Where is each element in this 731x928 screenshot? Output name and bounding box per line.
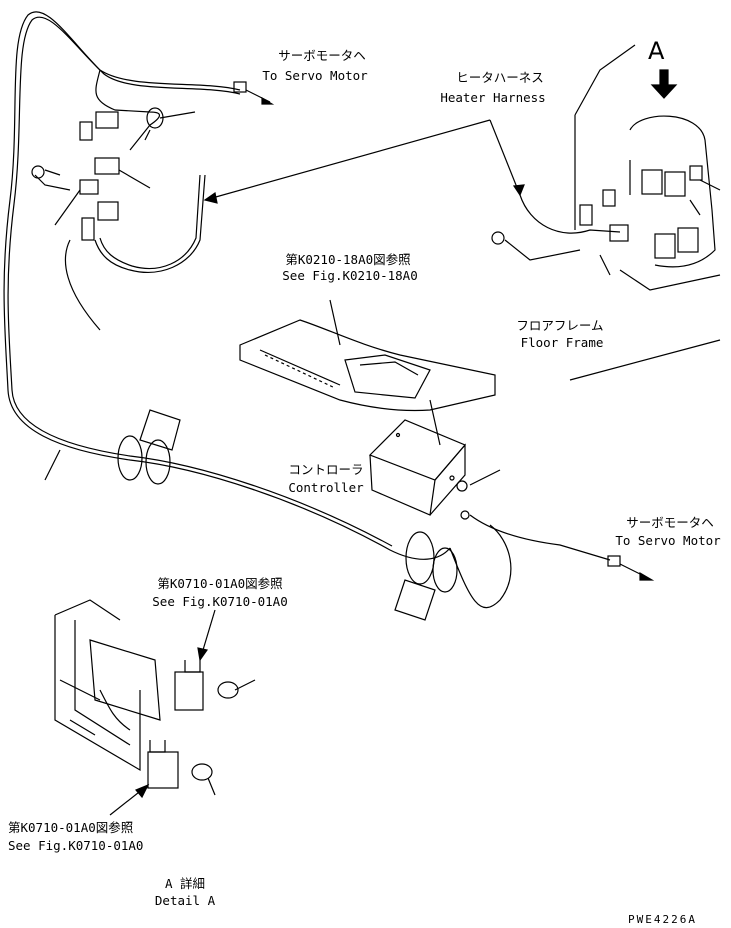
see-fig-k0710-lower-jp: 第K0710-01A0図参照 (8, 820, 134, 835)
see-fig-k0210-jp: 第K0210-18A0図参照 (285, 252, 411, 267)
bolt-6 (191, 763, 213, 781)
bolt-2 (31, 165, 45, 179)
connector-2 (79, 121, 93, 141)
view-a-label: A (648, 37, 665, 65)
detail-a-jp: A 詳細 (164, 876, 206, 891)
mounting-panel (54, 599, 161, 772)
heater-harness-en: Heater Harness (440, 90, 546, 105)
bolt-5 (217, 681, 239, 699)
relay-4 (654, 233, 676, 259)
heater-connector-1 (579, 204, 593, 226)
drawing-code: PWE4226A (628, 913, 697, 926)
clip-2 (79, 179, 99, 195)
floor-frame (239, 319, 496, 412)
servo-connector-top (233, 81, 247, 93)
view-a-arrow (650, 69, 678, 99)
bolt-4 (491, 231, 505, 245)
clamp-2 (145, 439, 171, 485)
connector-4 (81, 217, 95, 241)
connector-5 (460, 510, 470, 520)
connector-1 (95, 111, 119, 129)
relay-box-2 (147, 751, 179, 789)
servo-motor-top-jp: サーボモータヘ (278, 48, 366, 63)
floor-frame-en: Floor Frame (520, 335, 604, 350)
servo-motor-right-jp: サーボモータヘ (626, 515, 714, 530)
controller-en: Controller (288, 480, 364, 495)
bolt-3 (456, 480, 468, 492)
connector-3 (97, 201, 119, 221)
see-fig-k0710-lower-en: See Fig.K0710-01A0 (8, 838, 144, 853)
clamp-tag-1 (139, 409, 181, 451)
see-fig-k0710-upper-en: See Fig.K0710-01A0 (152, 594, 288, 609)
floor-frame-jp: フロアフレーム (516, 318, 604, 333)
controller-box (368, 419, 466, 516)
clamp-4 (432, 547, 458, 593)
servo-motor-top-en: To Servo Motor (262, 68, 368, 83)
relay-box-1 (174, 671, 204, 711)
relay-5 (677, 227, 699, 253)
see-fig-k0710-upper-jp: 第K0710-01A0図参照 (157, 576, 283, 591)
servo-motor-right-en: To Servo Motor (615, 533, 721, 548)
see-fig-k0210-en: See Fig.K0210-18A0 (282, 268, 418, 283)
clamp-1 (117, 435, 143, 481)
clamp-3 (405, 531, 435, 585)
clamp-tag-2 (394, 579, 436, 621)
controller-jp: コントローラ (288, 462, 364, 477)
relay-3 (689, 165, 703, 181)
detail-a-en: Detail A (154, 893, 216, 908)
relay-2 (664, 171, 686, 197)
heater-connector-2 (602, 189, 616, 207)
heater-clip (609, 224, 629, 242)
relay-1 (641, 169, 663, 195)
heater-harness-jp: ヒータハーネス (456, 70, 544, 85)
detail-a-frame (629, 115, 716, 268)
clip-1 (94, 157, 120, 175)
servo-connector-right (607, 555, 621, 567)
